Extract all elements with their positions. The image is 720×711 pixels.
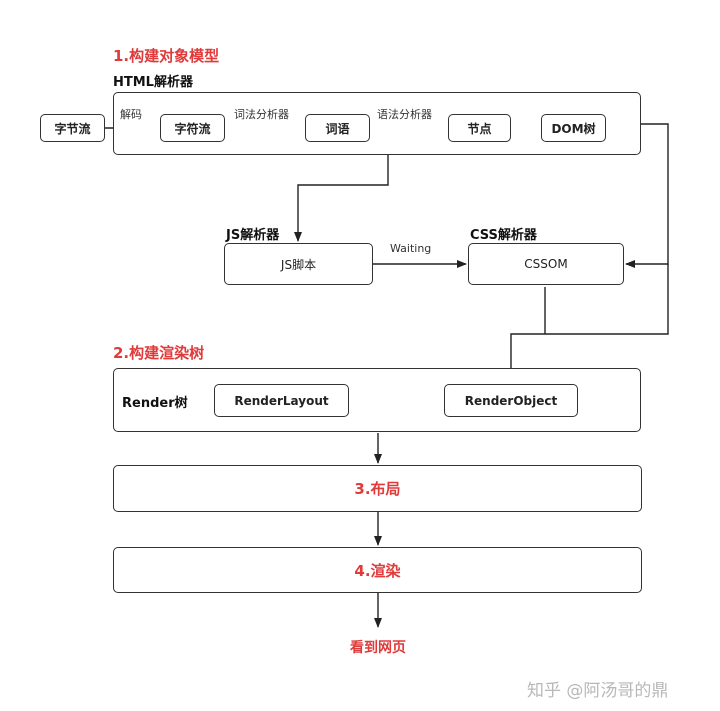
stage-3-title: 3.布局 (354, 480, 401, 498)
stage-4-box: 4.渲染 (113, 547, 642, 593)
stage-2-title: 2.构建渲染树 (113, 344, 205, 362)
stage-1-title: 1.构建对象模型 (113, 47, 220, 65)
node-byte-stream: 字节流 (40, 114, 105, 142)
edge-dom-to-render (507, 264, 669, 384)
render-tree-label: Render树 (122, 396, 188, 411)
node-char-stream: 字符流 (160, 114, 225, 142)
edge-label-lexer: 词法分析器 (234, 108, 289, 121)
node-render-object: RenderObject (444, 384, 578, 417)
node-tokens: 词语 (305, 114, 370, 142)
node-js-script: JS脚本 (224, 243, 373, 285)
watermark: 知乎 @阿汤哥的鼎 (527, 681, 669, 701)
edge-label-waiting: Waiting (390, 242, 432, 255)
node-dom-tree: DOM树 (541, 114, 606, 142)
stage-4-title: 4.渲染 (354, 561, 401, 580)
edge-tokens-to-js (294, 137, 389, 242)
edge-dom-to-cssom (625, 123, 669, 268)
edge-label-syntax: 语法分析器 (377, 108, 432, 121)
css-parser-label: CSS解析器 (470, 228, 537, 243)
node-dom-nodes: 节点 (448, 114, 511, 142)
node-cssom: CSSOM (468, 243, 624, 285)
stage-3-box: 3.布局 (113, 465, 642, 512)
js-parser-label: JS解析器 (226, 228, 280, 243)
result-label: 看到网页 (350, 640, 406, 656)
html-parser-label: HTML解析器 (113, 75, 193, 90)
node-render-layout: RenderLayout (214, 384, 349, 417)
edge-label-decode: 解码 (120, 108, 142, 121)
